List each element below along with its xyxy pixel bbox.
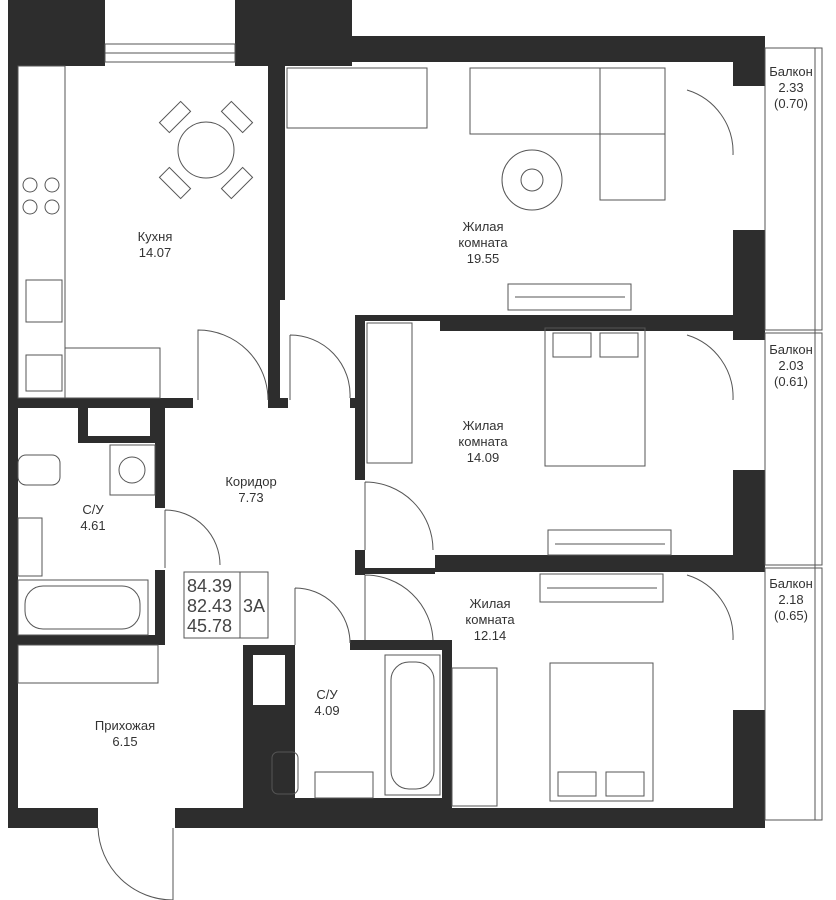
apartment-type: 3A <box>243 596 265 616</box>
reduced-area: 82.43 <box>187 596 232 616</box>
living-furniture <box>286 67 666 311</box>
room-name-corridor: Коридор <box>225 474 276 489</box>
room-name-living-1: Жилая <box>462 219 503 234</box>
room-name-living-1b: комната <box>458 235 508 250</box>
doors <box>97 89 734 900</box>
bedroom-2-furniture <box>451 573 664 807</box>
balcony-3-name: Балкон <box>769 576 813 591</box>
balcony-1-name: Балкон <box>769 64 813 79</box>
living-area: 45.78 <box>187 616 232 636</box>
balcony-2-reduced: (0.61) <box>774 374 808 389</box>
room-name-kitchen: Кухня <box>138 229 173 244</box>
balcony-2-area: 2.03 <box>778 358 803 373</box>
room-area-hallway: 6.15 <box>112 734 137 749</box>
room-name-bath-2: С/У <box>316 687 338 702</box>
room-name-hallway: Прихожая <box>95 718 155 733</box>
balcony-2-name: Балкон <box>769 342 813 357</box>
room-name-bedroom-2b: комната <box>465 612 515 627</box>
total-area: 84.39 <box>187 576 232 596</box>
room-area-corridor: 7.73 <box>238 490 263 505</box>
room-area-bedroom-2: 12.14 <box>474 628 507 643</box>
balcony-1-reduced: (0.70) <box>774 96 808 111</box>
balcony-1-area: 2.33 <box>778 80 803 95</box>
bathroom-fixtures <box>17 444 441 799</box>
room-name-bedroom-1: Жилая <box>462 418 503 433</box>
area-summary-box: 84.39 82.43 45.78 3A <box>183 571 269 639</box>
balcony-3-area: 2.18 <box>778 592 803 607</box>
window <box>104 43 236 63</box>
room-name-bedroom-2: Жилая <box>469 596 510 611</box>
room-name-bedroom-1b: комната <box>458 434 508 449</box>
balcony-frames <box>764 47 823 821</box>
walls <box>8 0 765 828</box>
bedroom-1-furniture <box>366 322 672 556</box>
room-area-kitchen: 14.07 <box>139 245 172 260</box>
room-area-bedroom-1: 14.09 <box>467 450 500 465</box>
room-area-living-1: 19.55 <box>467 251 500 266</box>
room-area-bath-2: 4.09 <box>314 703 339 718</box>
balcony-3-reduced: (0.65) <box>774 608 808 623</box>
room-area-bath-1: 4.61 <box>80 518 105 533</box>
room-name-bath-1: С/У <box>82 502 104 517</box>
kitchen-furniture <box>17 65 254 399</box>
